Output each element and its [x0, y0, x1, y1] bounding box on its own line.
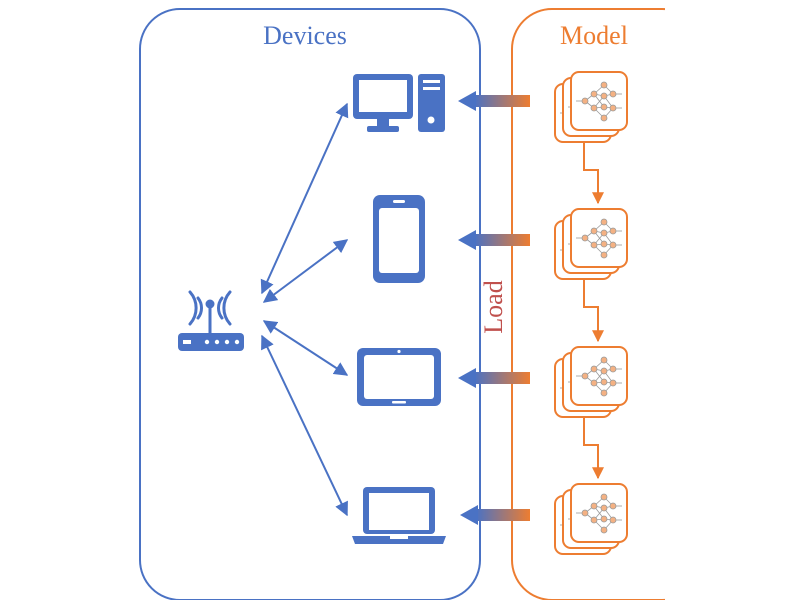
devices-panel-title: Devices: [263, 21, 347, 50]
model-stack-1: [554, 71, 628, 143]
connection-router-smartphone: [262, 239, 349, 303]
model-stack-3: [554, 346, 628, 418]
wifi-router-icon: [178, 290, 244, 351]
load-arrow-desktop: [458, 91, 530, 111]
load-arrow-tablet: [458, 368, 530, 388]
smartphone-icon: [373, 195, 425, 283]
model-connector-3-4: [583, 417, 604, 480]
model-panel-title: Model: [560, 21, 628, 50]
model-connector-2-3: [583, 279, 604, 343]
tablet-icon: [357, 348, 441, 406]
model-connector-1-2: [583, 142, 604, 205]
connection-router-desktop: [260, 102, 349, 295]
connection-router-laptop: [261, 334, 348, 517]
load-label: Load: [479, 280, 508, 333]
model-stack-2: [554, 208, 628, 280]
devices-panel: [139, 8, 481, 600]
load-arrows: [458, 91, 530, 525]
laptop-icon: [352, 487, 446, 544]
model-stack-4: [554, 483, 628, 555]
load-arrow-laptop: [460, 505, 530, 525]
desktop-icon: [353, 74, 445, 132]
load-arrow-smartphone: [458, 230, 530, 250]
